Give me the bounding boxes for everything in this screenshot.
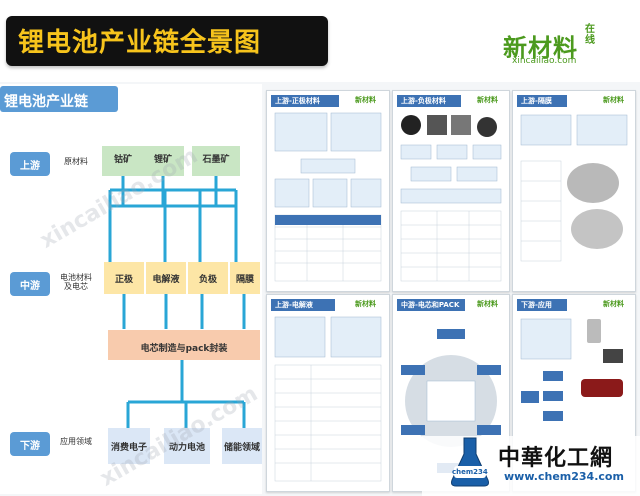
upstream-box-1 <box>142 146 184 176</box>
upstream-item-label: 锂矿 <box>153 155 172 165</box>
thumbnail-content <box>274 112 382 282</box>
thumbnail-logo: 新材料 <box>477 96 498 104</box>
brand-url: xincailiao.com <box>512 56 577 66</box>
thumbnail-logo: 新材料 <box>355 96 376 104</box>
upstream-box-0 <box>102 146 144 176</box>
stage-label-down: 下游 <box>20 441 40 452</box>
down-box-1 <box>164 428 210 464</box>
stage-pill-mid <box>10 272 50 296</box>
brand-logo: 新材料 <box>503 34 578 62</box>
mid-item-label: 正极 <box>114 275 133 285</box>
mid-item-label: 电解液 <box>152 275 180 285</box>
thumbnail-title: 上游-隔膜 <box>517 95 567 107</box>
thumbnail-logo: 新材料 <box>355 300 376 308</box>
process-bar <box>108 330 260 360</box>
upstream-item-label: 石墨矿 <box>202 155 230 165</box>
thumbnail-title: 上游-电解液 <box>271 299 335 311</box>
page-title: 锂电池产业链全景图 <box>18 28 262 58</box>
mid-box-2 <box>188 262 228 294</box>
thumbnail-content <box>520 114 628 262</box>
upstream-item-label: 钴矿 <box>113 155 132 165</box>
thumbnail-logo: 新材料 <box>603 96 624 104</box>
diagram-title: 锂电池产业链 <box>4 94 88 110</box>
thumbnail-separator[interactable]: 上游-隔膜 新材料 <box>512 90 636 292</box>
down-item-label: 动力电池 <box>168 443 205 453</box>
thumbnail-title: 中游-电芯和PACK <box>397 299 465 311</box>
category-label-mid: 电池材料 及电芯 <box>60 273 92 291</box>
title-bar <box>6 16 328 66</box>
flask-icon <box>451 437 489 487</box>
thumbnail-logo: 新材料 <box>603 300 624 308</box>
mid-box-3 <box>230 262 260 294</box>
thumbnail-content <box>520 318 623 421</box>
stage-pill-down <box>10 432 50 456</box>
stage-label-mid: 中游 <box>20 281 40 292</box>
stage-label-up: 上游 <box>20 161 40 172</box>
thumbnail-cathode[interactable]: 上游-正极材料 新材料 <box>266 90 390 292</box>
thumbnail-electrolyte[interactable]: 上游-电解液 新材料 <box>266 294 390 492</box>
footer-brand: 中華化工網 <box>498 446 614 471</box>
down-box-2 <box>222 428 262 464</box>
thumbnail-title: 上游-负极材料 <box>397 95 461 107</box>
mid-box-0 <box>104 262 144 294</box>
process-label: 电芯制造与pack封装 <box>140 344 228 354</box>
mid-box-1 <box>146 262 186 294</box>
stage-pill-up <box>10 152 50 176</box>
down-item-label: 储能领域 <box>223 443 260 453</box>
down-box-0 <box>108 428 150 464</box>
connectors <box>108 176 246 428</box>
thumbnail-title: 上游-正极材料 <box>271 95 339 107</box>
category-label-down: 应用领域 <box>60 437 92 446</box>
footer-url: www.chem234.com <box>504 470 624 483</box>
down-item-label: 消费电子 <box>110 443 147 453</box>
diagram-graphics <box>0 86 262 464</box>
brand-logo-side: 在线 <box>585 24 595 46</box>
thumbnail-content <box>400 115 502 282</box>
thumbnail-anode[interactable]: 上游-负极材料 新材料 <box>392 90 510 292</box>
footer-badge: chem234 <box>452 468 488 476</box>
thumbnail-content <box>274 316 382 482</box>
thumbnail-logo: 新材料 <box>477 300 498 308</box>
diagram-title-bg <box>0 86 118 112</box>
category-label-up: 原材料 <box>64 157 88 166</box>
mid-item-label: 负极 <box>198 275 217 285</box>
thumbnail-title: 下游-应用 <box>517 299 567 311</box>
upstream-box-2 <box>192 146 240 176</box>
mid-item-label: 隔膜 <box>235 275 254 285</box>
